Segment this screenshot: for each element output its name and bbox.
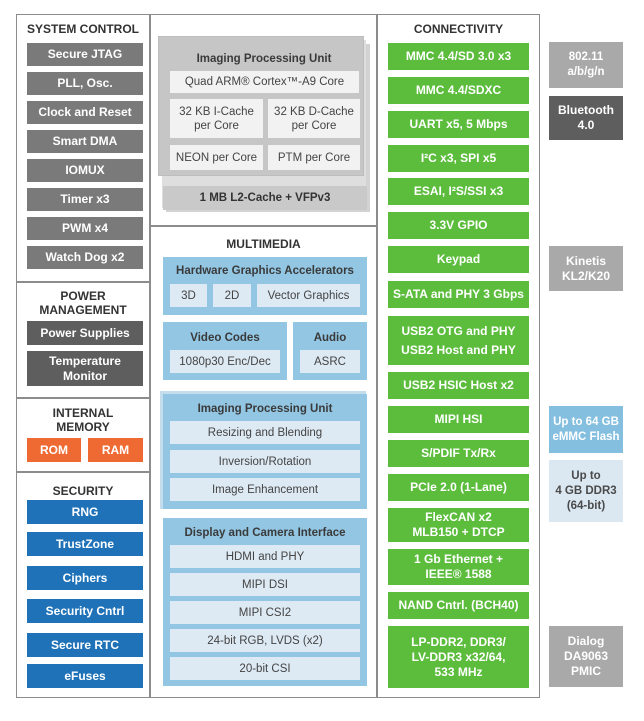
esai-i2s-block: ESAI, I²S/SSI x3 [388,178,529,205]
i2c-spi-block: I²C x3, SPI x5 [388,145,529,172]
rng-block: RNG [27,500,143,524]
trustzone-block: TrustZone [27,532,143,556]
power-management-title-1: POWER [60,289,106,303]
security-cntrl-block: Security Cntrl [27,599,143,623]
cpu-unit-title: Imaging Processing Unit [196,53,332,65]
clock-reset-block: Clock and Reset [27,101,143,124]
rgb-lvds-block: 24-bit RGB, LVDS (x2) [170,629,360,652]
mmc-sd-block: MMC 4.4/SD 3.0 x3 [388,43,529,70]
sata-block: S-ATA and PHY 3 Gbps [388,281,529,308]
wifi-block: 802.11 a/b/g/n [549,42,623,88]
ddr-block: LP-DDR2, DDR3/ LV-DDR3 x32/64, 533 MHz [388,626,529,688]
ethernet-block: 1 Gb Ethernet + IEEE® 1588 [388,549,529,585]
uart-block: UART x5, 5 Mbps [388,111,529,138]
emmc-flash-block: Up to 64 GB eMMC Flash [549,406,623,453]
csi-20bit-block: 20-bit CSI [170,657,360,680]
usb2-hsic-block: USB2 HSIC Host x2 [388,372,529,399]
cortex-core-block: Quad ARM® Cortex™-A9 Core [170,71,359,93]
mipi-hsi-block: MIPI HSI [388,406,529,433]
power-supplies-block: Power Supplies [27,321,143,345]
mmc-sdxc-block: MMC 4.4/SDXC [388,77,529,104]
asrc-block: ASRC [300,350,360,373]
audio-title: Audio [313,332,347,344]
pcie-block: PCIe 2.0 (1-Lane) [388,474,529,501]
2d-block: 2D [213,284,251,307]
internal-memory-title-2: MEMORY [56,420,110,434]
neon-block: NEON per Core [170,145,263,170]
bluetooth-block: Bluetooth 4.0 [549,96,623,140]
iomux-block: IOMUX [27,159,143,182]
inversion-rotation-block: Inversion/Rotation [170,450,360,473]
l2-cache-block: 1 MB L2-Cache + VFPv3 [163,186,367,210]
security-title: SECURITY [52,484,114,498]
resizing-blending-block: Resizing and Blending [170,421,360,444]
hdmi-phy-block: HDMI and PHY [170,545,360,568]
smart-dma-block: Smart DMA [27,130,143,153]
flexcan-mlb-block: FlexCAN x2 MLB150 + DTCP [388,508,529,542]
icache-block: 32 KB I-Cache per Core [170,99,263,138]
ram-block: RAM [88,438,143,462]
image-enhancement-block: Image Enhancement [170,478,360,501]
rom-block: ROM [27,438,81,462]
multimedia-title: MULTIMEDIA [226,237,301,251]
vector-graphics-block: Vector Graphics [257,284,360,307]
secure-rtc-block: Secure RTC [27,633,143,657]
usb2-otg-host-block: USB2 OTG and PHY USB2 Host and PHY [388,316,529,365]
display-camera-title: Display and Camera Interface [184,527,346,539]
mipi-csi2-block: MIPI CSI2 [170,601,360,624]
watchdog-block: Watch Dog x2 [27,246,143,269]
temperature-monitor-block: Temperature Monitor [27,351,143,386]
pwm-block: PWM x4 [27,217,143,240]
3d-block: 3D [170,284,207,307]
secure-jtag-block: Secure JTAG [27,43,143,66]
ddr3-memory-block: Up to 4 GB DDR3 (64-bit) [549,460,623,522]
video-title: Video Codes [190,332,260,344]
nand-block: NAND Cntrl. (BCH40) [388,592,529,619]
kinetis-block: Kinetis KL2/K20 [549,246,623,291]
dcache-block: 32 KB D-Cache per Core [268,99,360,138]
power-management-title-2: MANAGEMENT [39,303,127,317]
internal-memory-title-1: INTERNAL [52,406,114,420]
gpio-block: 3.3V GPIO [388,212,529,239]
timer-block: Timer x3 [27,188,143,211]
pmic-block: Dialog DA9063 PMIC [549,626,623,687]
spdif-block: S/PDIF Tx/Rx [388,440,529,467]
system-control-title: SYSTEM CONTROL [26,22,139,36]
graphics-title: Hardware Graphics Accelerators [176,265,354,277]
video-codec-block: 1080p30 Enc/Dec [170,350,280,373]
mipi-dsi-block: MIPI DSI [170,573,360,596]
efuses-block: eFuses [27,664,143,688]
keypad-block: Keypad [388,246,529,273]
ciphers-block: Ciphers [27,566,143,590]
connectivity-title: CONNECTIVITY [413,22,504,36]
ipu-title: Imaging Processing Unit [197,403,333,415]
ptm-block: PTM per Core [268,145,360,170]
pll-osc-block: PLL, Osc. [27,72,143,95]
